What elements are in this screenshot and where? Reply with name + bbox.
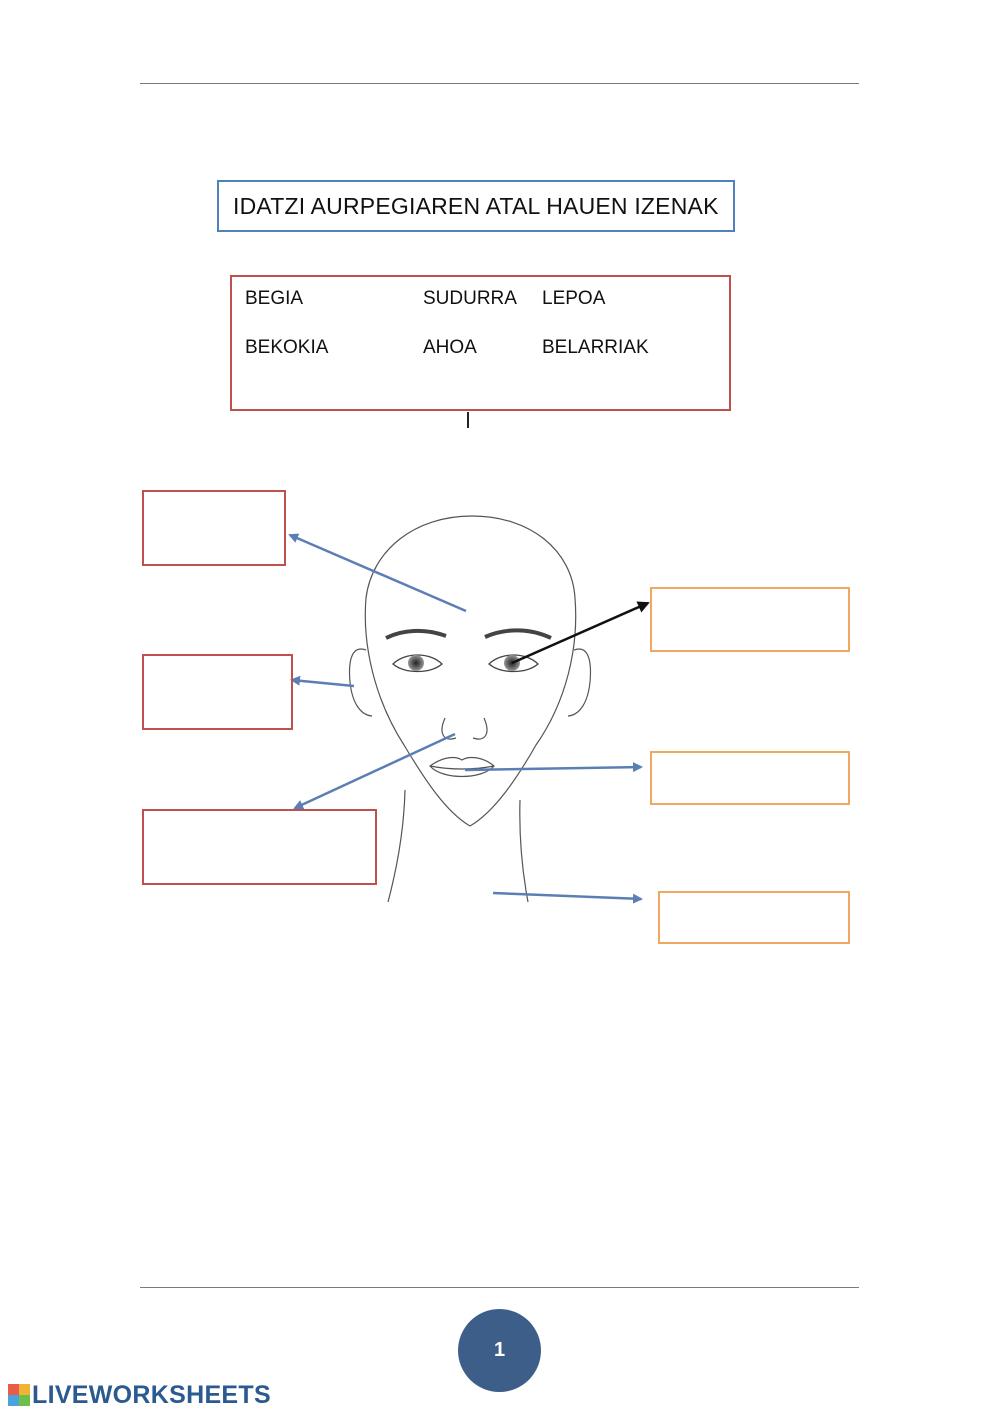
instruction-text: IDATZI AURPEGIAREN ATAL HAUEN IZENAK <box>233 193 719 219</box>
answer-box-ear[interactable] <box>142 654 293 730</box>
eye-left <box>392 654 443 673</box>
answer-box-neck[interactable] <box>658 891 850 944</box>
arrow-ear <box>290 675 355 688</box>
word-bank-item: AHOA <box>423 337 477 358</box>
answer-box-nose[interactable] <box>142 809 377 885</box>
liveworksheets-icon <box>8 1384 30 1406</box>
head-outline <box>364 515 577 827</box>
arrow-forehead <box>288 533 467 613</box>
ear-right <box>567 648 592 717</box>
instruction-box: IDATZI AURPEGIAREN ATAL HAUEN IZENAK <box>217 180 735 232</box>
arrow-eye <box>511 601 650 665</box>
answer-box-eye[interactable] <box>650 587 850 652</box>
arrow-nose <box>293 732 456 810</box>
header-rule <box>140 83 859 84</box>
word-bank: BEGIA SUDURRA LEPOA BEKOKIA AHOA BELARRI… <box>230 275 731 411</box>
answer-box-mouth[interactable] <box>650 751 850 805</box>
eyebrow-left <box>385 629 447 640</box>
ear-left <box>348 648 373 717</box>
word-bank-item: BEKOKIA <box>245 337 329 358</box>
page-number-badge: 1 <box>458 1309 541 1392</box>
nose <box>441 717 488 740</box>
answer-box-forehead[interactable] <box>142 490 286 566</box>
eyebrow-right <box>484 628 552 640</box>
arrow-neck <box>492 891 643 904</box>
face-illustration <box>288 515 650 904</box>
word-bank-item: LEPOA <box>542 288 606 309</box>
word-bank-item: SUDURRA <box>423 288 517 309</box>
lips <box>429 756 495 777</box>
word-bank-item: BEGIA <box>245 288 304 309</box>
eye-right <box>488 654 539 673</box>
word-bank-item: BELARRIAK <box>542 337 649 358</box>
neck-right <box>519 799 529 903</box>
arrow-mouth <box>464 762 643 773</box>
text-cursor-mark <box>467 412 469 428</box>
footer-rule <box>140 1287 859 1288</box>
neck-left <box>387 789 406 903</box>
brand-name: LIVEWORKSHEETS <box>32 1380 271 1409</box>
brand-logo: LIVEWORKSHEETS <box>8 1380 271 1410</box>
